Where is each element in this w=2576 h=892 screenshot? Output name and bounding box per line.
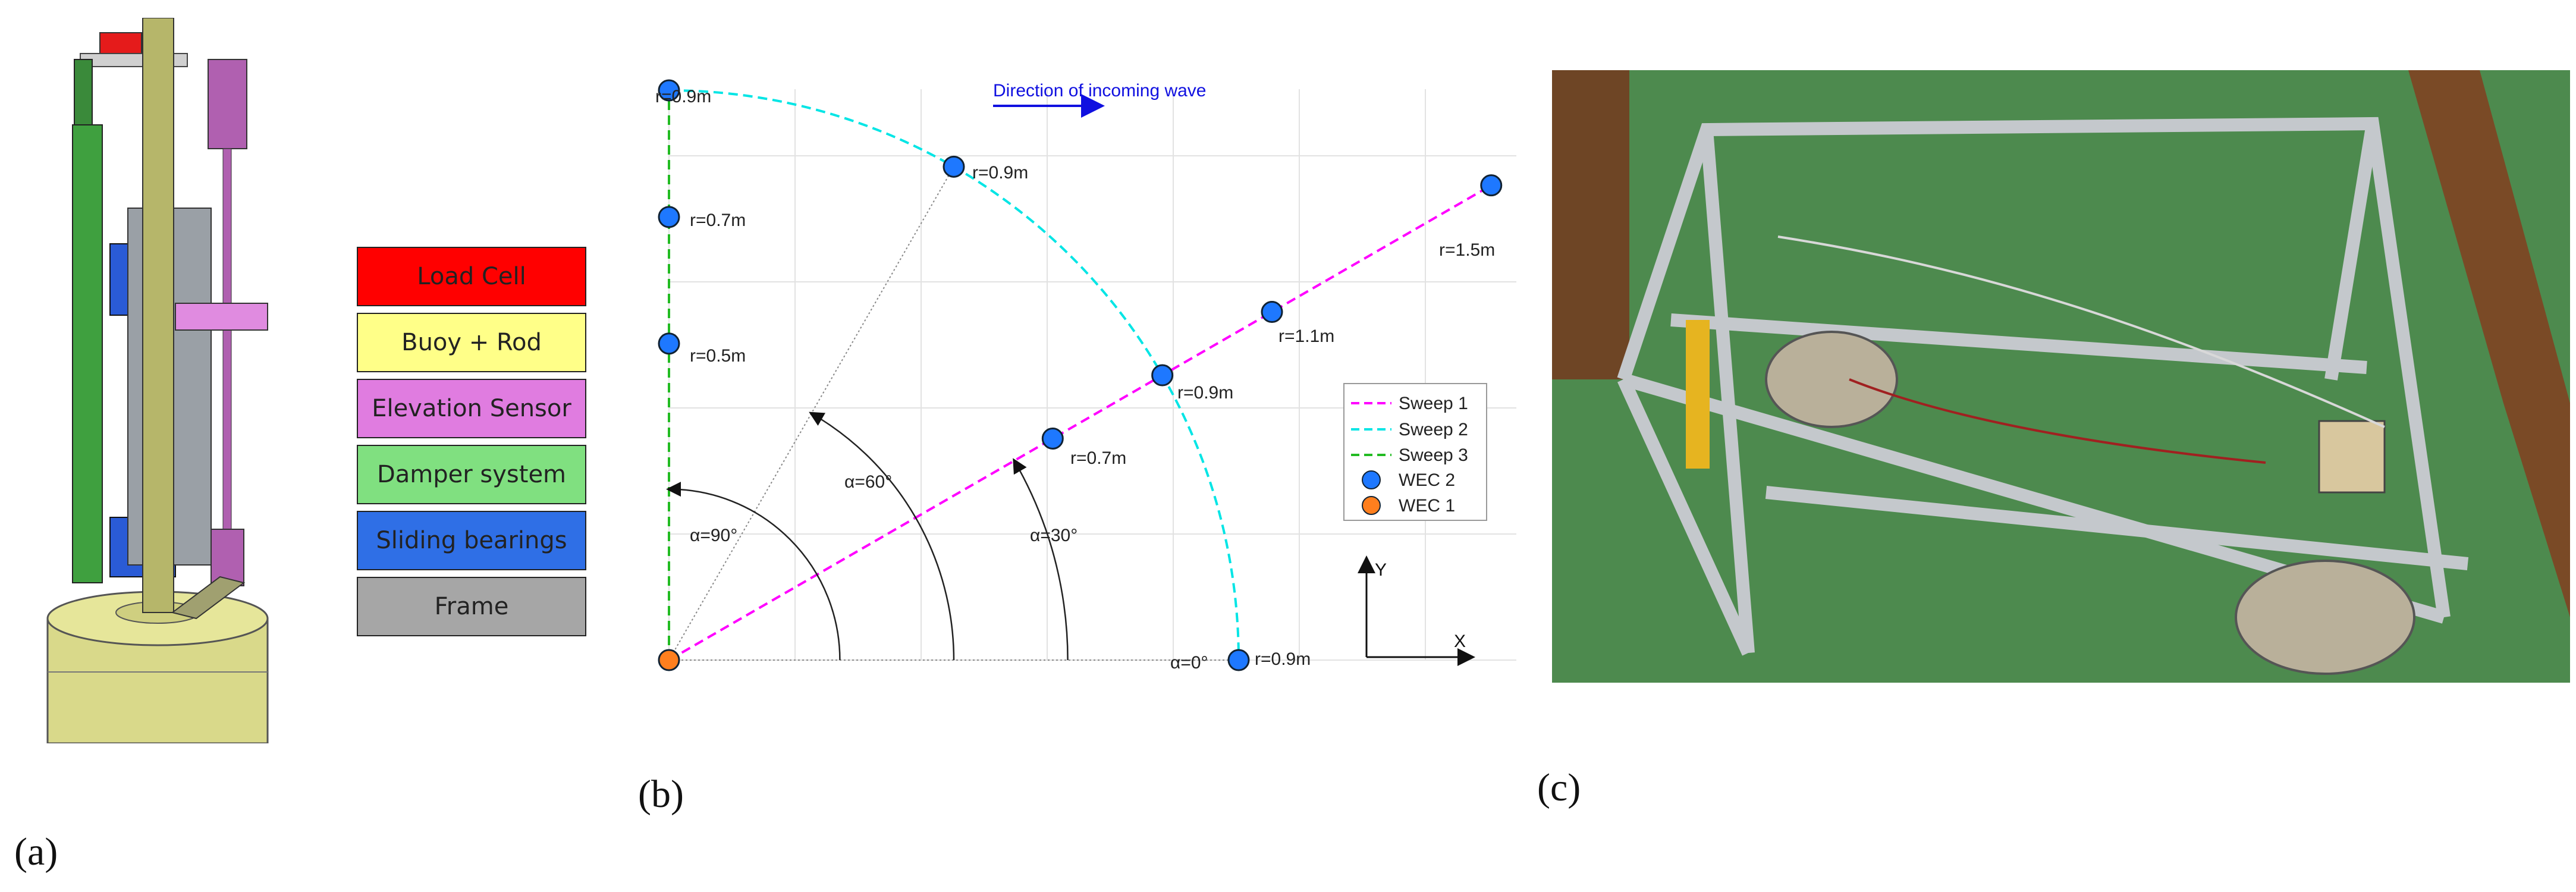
label-s2-60: r=0.9m (972, 163, 1028, 183)
legend-sweep1: Sweep 1 (1399, 394, 1468, 413)
legend-wec1: WEC 1 (1399, 496, 1455, 516)
label-s3-07: r=0.7m (690, 211, 746, 230)
cad-model-illustration (46, 18, 269, 743)
wec2-s1-r09 (1151, 364, 1174, 387)
label-s1-15: r=1.5m (1439, 240, 1495, 260)
wec2-s3-r05 (658, 332, 680, 355)
legend-sweep3: Sweep 3 (1399, 445, 1468, 465)
wec2-s1-r07 (1041, 427, 1064, 450)
wec-points (658, 79, 1503, 671)
elevation-sensor-top (208, 59, 247, 149)
wec2-s2-a60 (943, 155, 965, 178)
label-s3-05: r=0.5m (690, 346, 746, 366)
panel-label-c: (c) (1537, 766, 1581, 809)
angle-arc-30 (1013, 458, 1069, 661)
legend-item-load-cell: Load Cell (357, 247, 586, 306)
support-arm (171, 576, 246, 620)
wec1-origin (658, 649, 680, 671)
buoy-right (2235, 560, 2415, 675)
wood-block (2318, 420, 2386, 494)
deck-right (2408, 70, 2570, 617)
buoy (46, 591, 269, 743)
diagram-legend: Sweep 1 Sweep 2 Sweep 3 WEC 2 WEC 1 (1343, 383, 1487, 521)
angle-arcs (666, 412, 1069, 661)
panel-label-b: (b) (638, 772, 684, 816)
wec2-s3-r07 (658, 206, 680, 228)
damper-body (72, 124, 103, 583)
sweep2-arc (668, 89, 1240, 661)
angle-arc-60 (809, 412, 955, 661)
label-s3-09: r=0.9m (655, 87, 711, 106)
angle-label-90: α=90° (690, 526, 737, 545)
elevation-sensor-rod (222, 148, 232, 536)
wave-direction-label: Direction of incoming wave (993, 81, 1207, 100)
label-s1-07: r=0.7m (1070, 448, 1126, 468)
axis-y-label: Y (1375, 560, 1387, 580)
legend-item-sliding-bearings: Sliding bearings (357, 511, 586, 570)
deck-left (1552, 70, 1629, 379)
grid (668, 89, 1516, 661)
wec2-s3-r09 (658, 79, 680, 102)
angle-label-60: α=60° (844, 472, 892, 492)
buoy-rod (142, 18, 174, 613)
legend-item-elevation-sensor: Elevation Sensor (357, 379, 586, 438)
sweep-lines (668, 89, 1492, 661)
cable-red (1849, 378, 2266, 464)
legend-item-damper-system: Damper system (357, 445, 586, 504)
load-cell (99, 32, 142, 57)
cable (1777, 235, 2385, 428)
buoy-left (1765, 331, 1898, 428)
legend-wec2: WEC 2 (1399, 470, 1455, 490)
experimental-setup-photo (1552, 70, 2570, 683)
wec-layout-diagram: Direction of incoming wave α=90° α=60° α… (655, 79, 1516, 673)
wec2-s1-r11 (1261, 301, 1283, 323)
angle-arc-90 (666, 482, 841, 661)
angle-label-30: α=30° (1030, 526, 1077, 545)
angle-label-0: α=0° (1170, 653, 1208, 673)
legend-item-frame: Frame (357, 577, 586, 636)
elevation-sensor-bottom (211, 529, 244, 586)
label-s2-0: r=0.9m (1255, 649, 1311, 669)
legend-sweep2: Sweep 2 (1399, 420, 1468, 439)
wec2-s1-r15 (1480, 174, 1503, 197)
panel-label-a: (a) (14, 830, 58, 874)
legend-item-buoy-rod: Buoy + Rod (357, 313, 586, 372)
sweep1-line (668, 184, 1492, 661)
wec2-s2-a0 (1227, 649, 1250, 671)
yellow-level (1686, 320, 1710, 469)
axis-x-label: X (1454, 632, 1466, 651)
label-s1-11: r=1.1m (1278, 326, 1334, 346)
elevation-sensor-bracket (175, 303, 268, 331)
label-s1-09: r=0.9m (1177, 383, 1233, 403)
